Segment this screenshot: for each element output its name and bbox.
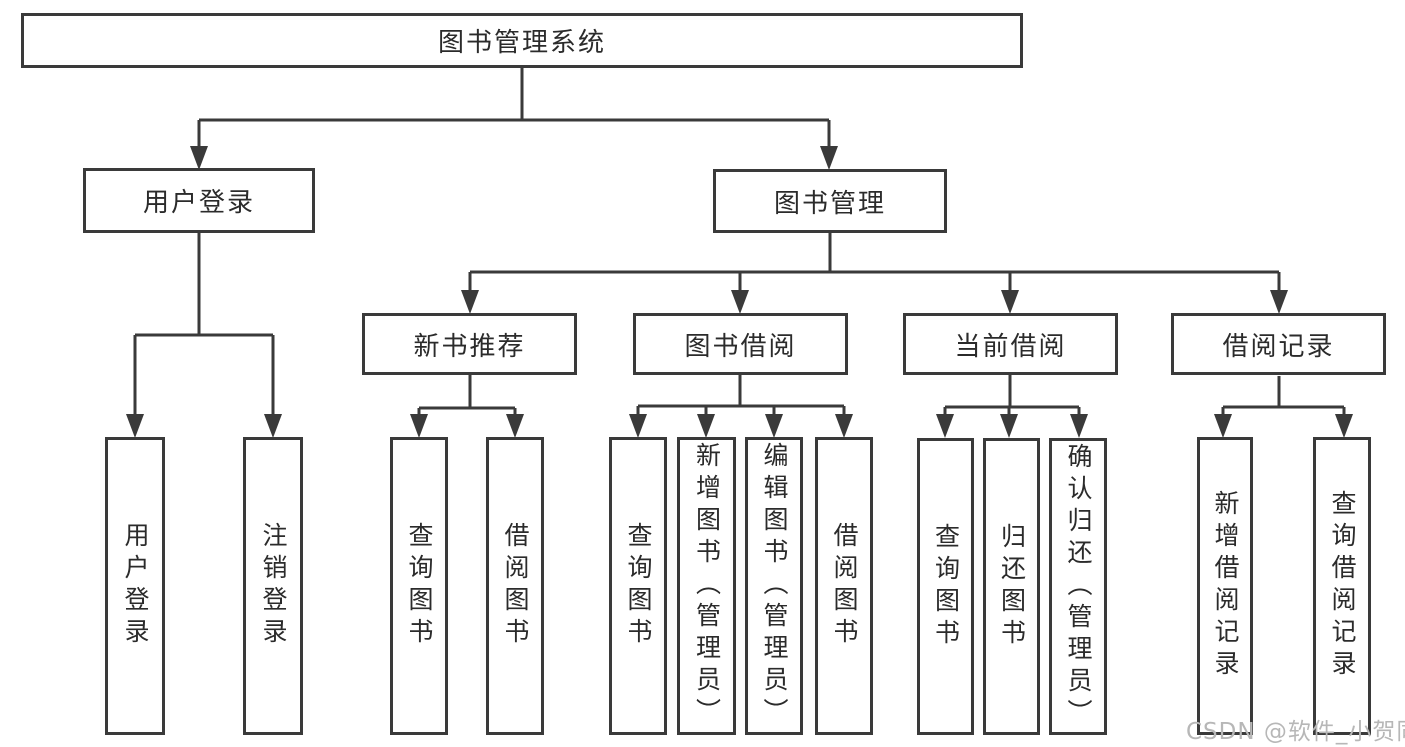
leaf-borrow-books-recommend: 借阅图书 <box>486 437 544 735</box>
leaf-query-books-recommend: 查询图书 <box>390 437 448 735</box>
leaf-return-books: 归还图书 <box>983 438 1040 735</box>
csdn-watermark: CSDN @软件_小贺同学 <box>1186 719 1405 745</box>
node-book-borrow: 图书借阅 <box>633 313 848 375</box>
leaf-query-borrow-record: 查询借阅记录 <box>1313 437 1371 735</box>
leaf-query-books-borrow: 查询图书 <box>609 437 667 735</box>
leaf-user-login: 用户登录 <box>105 437 165 735</box>
leaf-add-books-admin: 新增图书（管理员） <box>677 437 736 735</box>
leaf-confirm-return-admin: 确认归还（管理员） <box>1049 438 1107 735</box>
leaf-add-borrow-record: 新增借阅记录 <box>1197 437 1253 735</box>
node-book-management: 图书管理 <box>713 169 947 233</box>
node-new-book-recommend: 新书推荐 <box>362 313 577 375</box>
node-library-system: 图书管理系统 <box>21 13 1023 68</box>
leaf-edit-books-admin: 编辑图书（管理员） <box>745 437 803 735</box>
leaf-borrow-books: 借阅图书 <box>815 437 873 735</box>
leaf-query-books-current: 查询图书 <box>917 438 974 735</box>
node-current-borrow: 当前借阅 <box>903 313 1118 375</box>
leaf-logout-login: 注销登录 <box>243 437 303 735</box>
node-borrow-records: 借阅记录 <box>1171 313 1386 375</box>
node-user-login: 用户登录 <box>83 168 315 233</box>
